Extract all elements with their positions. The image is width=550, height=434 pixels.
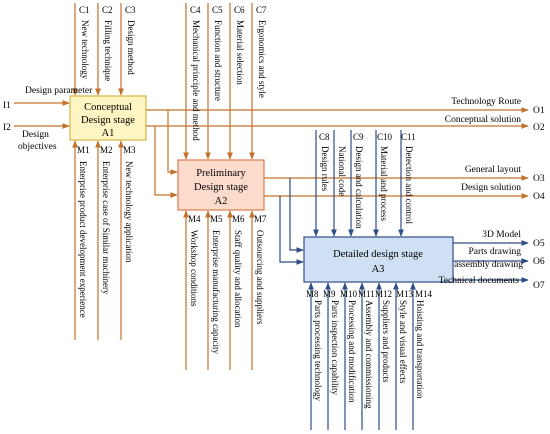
control-label-c4: Mechanical principle and method <box>191 20 201 141</box>
control-code-c8: C8 <box>319 132 330 142</box>
arrow-a2-to-a3-bottom <box>279 196 304 265</box>
control-label-c8b: National code <box>337 146 347 196</box>
mechanism-code-m12: M12 <box>375 289 392 299</box>
a1-mechanism-labels: M1 Enterprise product development experi… <box>77 145 136 318</box>
mechanism-label-m4: Workshop conditions <box>189 230 199 307</box>
output-code-o1: O1 <box>533 106 545 116</box>
mechanism-label-m7: Outsourcing and suppliers <box>255 230 265 325</box>
box-a2[interactable]: Preliminary Design stage A2 <box>177 159 265 211</box>
box-a1-line2: Design stage <box>81 115 135 126</box>
mechanism-code-m14: M14 <box>415 289 433 299</box>
control-label-c2: Filling technique <box>103 20 113 81</box>
mechanism-code-m11: M11 <box>358 289 375 299</box>
input-code-i2: I2 <box>3 123 11 133</box>
control-label-c6: Material selection <box>235 20 245 85</box>
control-label-c11: Detection and control <box>404 146 414 224</box>
control-label-c9: Design and calculation <box>354 146 364 229</box>
a3-mechanism-labels: M8 Parts processing technology M9 Parts … <box>306 289 433 409</box>
box-a3-line1: Detailed design stage <box>333 249 423 260</box>
box-a3-line2: A3 <box>372 264 385 275</box>
control-code-c7: C7 <box>256 5 267 15</box>
mechanism-code-m1: M1 <box>77 145 90 155</box>
box-a2-line2: Design stage <box>194 182 248 193</box>
mechanism-label-m13: Style and visual effects <box>398 300 408 384</box>
box-a1-line3: A1 <box>102 128 115 139</box>
mechanism-code-m3: M3 <box>123 145 136 155</box>
mechanism-code-m2: M2 <box>100 145 113 155</box>
output-code-o5: O5 <box>533 239 545 249</box>
a2-control-labels: C4 Mechanical principle and method C5 Fu… <box>190 5 267 141</box>
control-label-c7: Ergonomics and style <box>257 20 267 98</box>
input-code-i1: I1 <box>3 101 11 111</box>
input-label-i1: Design parameter <box>25 86 93 96</box>
output-code-o6: O6 <box>533 257 545 267</box>
control-code-c9: C9 <box>353 132 364 142</box>
control-label-c10: Material and process <box>379 146 389 221</box>
box-a1[interactable]: Conceptual Design stage A1 <box>69 95 147 141</box>
blue-arrows <box>279 130 529 430</box>
control-label-c3: Design method <box>126 20 136 75</box>
box-a1-line1: Conceptual <box>84 102 132 113</box>
mechanism-code-m8: M8 <box>306 289 319 299</box>
output-label-o4: Design solution <box>461 183 521 193</box>
mechanism-label-m14: Hoisting and transportation <box>415 300 425 399</box>
output-label-o5: 3D Model <box>482 230 521 240</box>
mechanism-label-m3: New technology application <box>124 161 134 263</box>
control-code-c10: C10 <box>377 132 393 142</box>
mechanism-label-m12: Suppliers and products <box>381 300 391 383</box>
control-code-c1: C1 <box>79 5 90 15</box>
box-a2-line3: A2 <box>215 196 228 207</box>
input-labels: Design parameter I1 I2 Design objectives <box>3 86 93 152</box>
arrow-a1-to-a2-bottom <box>154 126 178 198</box>
control-code-c2: C2 <box>102 5 113 15</box>
mechanism-label-m10: Processing and modification <box>347 300 357 403</box>
control-label-c8: Design rules <box>320 146 330 192</box>
mechanism-label-m8: Parts processing technology <box>313 300 323 401</box>
output-code-o4: O4 <box>533 192 545 202</box>
box-a2-line1: Preliminary <box>196 168 246 179</box>
mechanism-label-m1: Enterprise product development experienc… <box>78 161 88 318</box>
output-label-o6b: assembly drawing <box>454 260 523 270</box>
mechanism-code-m5: M5 <box>210 214 223 224</box>
output-label-o1: Technology Route <box>451 97 521 107</box>
output-label-o7: Technical documents <box>439 276 520 286</box>
output-code-o2: O2 <box>533 123 545 133</box>
output-code-o3: O3 <box>533 174 545 184</box>
mechanism-label-m5: Enterprise manufacturing capacity <box>211 230 221 354</box>
output-labels: Technology Route O1 Conceptual solution … <box>439 97 545 291</box>
input-label-i2-line1: Design <box>22 130 49 140</box>
mechanism-label-m6: Staff quality and allocation <box>233 230 243 328</box>
mechanism-label-m9: Parts inspection capability <box>330 300 340 395</box>
mechanism-code-m10: M10 <box>340 289 358 299</box>
output-label-o6a: Parts drawing <box>468 247 521 257</box>
mechanism-code-m9: M9 <box>323 289 336 299</box>
mechanism-code-m4: M4 <box>188 214 201 224</box>
control-code-c6: C6 <box>234 5 245 15</box>
a1-control-labels: C1 New technology C2 Filling technique C… <box>79 5 136 81</box>
control-code-c11: C11 <box>401 132 416 142</box>
input-label-i2-line2: objectives <box>18 142 57 152</box>
control-code-c4: C4 <box>190 5 201 15</box>
mechanism-label-m2: Enterprise case of Similar machinery <box>101 161 111 295</box>
control-code-c3: C3 <box>125 5 136 15</box>
output-label-o2: Conceptual solution <box>445 115 522 125</box>
mechanism-code-m6: M6 <box>232 214 245 224</box>
box-a3[interactable]: Detailed design stage A3 <box>303 236 454 283</box>
output-code-o7: O7 <box>533 281 545 291</box>
mechanism-label-m11: Assembly and commissioning <box>364 300 374 409</box>
control-code-c5: C5 <box>212 5 223 15</box>
control-label-c1: New technology <box>80 20 90 80</box>
a2-mechanism-labels: M4 Workshop conditions M5 Enterprise man… <box>188 214 267 354</box>
output-label-o3: General layout <box>465 165 522 175</box>
a3-control-labels: C8 Design rules National code C9 Design … <box>319 132 416 229</box>
arrow-a1-to-a2-top <box>167 110 178 175</box>
arrow-a2-to-a3-top <box>289 178 304 253</box>
orange-arrows <box>14 3 529 370</box>
control-label-c5: Function and structure <box>213 20 223 101</box>
mechanism-code-m7: M7 <box>254 214 267 224</box>
mechanism-code-m13: M13 <box>396 289 414 299</box>
